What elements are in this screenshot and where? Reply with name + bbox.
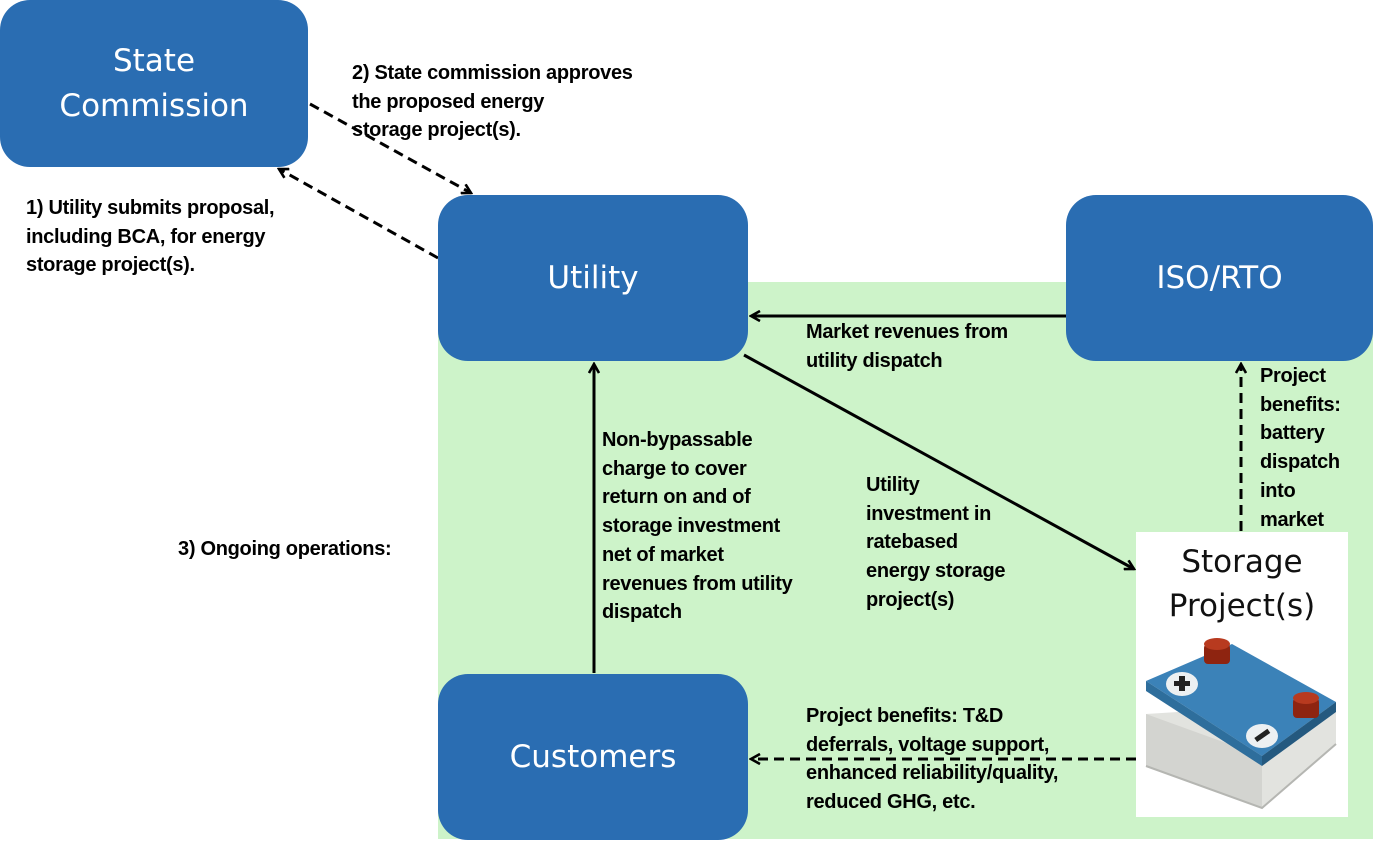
iso-rto-node: ISO/RTO [1066, 195, 1373, 361]
label-step3-ongoing: 3) Ongoing operations: [178, 538, 392, 560]
label-benefits-market-dispatch: Project benefits: battery dispatch into … [1260, 365, 1341, 531]
label-benefits-customers: Project benefits: T&D deferrals, voltage… [806, 705, 1059, 814]
arrow-commission-to-utility [309, 102, 471, 193]
storage-project-node: Storage Project(s) [1136, 532, 1348, 817]
label-step2-approves: 2) State commission approves the propose… [352, 62, 633, 142]
utility-node: Utility [438, 195, 748, 361]
label-non-bypassable-charge: Non-bypassable charge to cover return on… [602, 429, 793, 624]
arrow-utility-to-commission [279, 167, 439, 260]
customers-node: Customers [438, 674, 748, 840]
label-market-revenues: Market revenues from utility dispatch [806, 321, 1008, 372]
label-step1-submit-proposal: 1) Utility submits proposal, including B… [26, 197, 275, 277]
storage-project-title: Storage Project(s) [1168, 544, 1316, 624]
battery-icon [1145, 638, 1337, 810]
label-utility-investment: Utility investment in ratebased energy s… [866, 474, 1006, 611]
arrow-utility-to-storage [743, 353, 1134, 569]
state-commission-node: State Commission [0, 0, 308, 167]
